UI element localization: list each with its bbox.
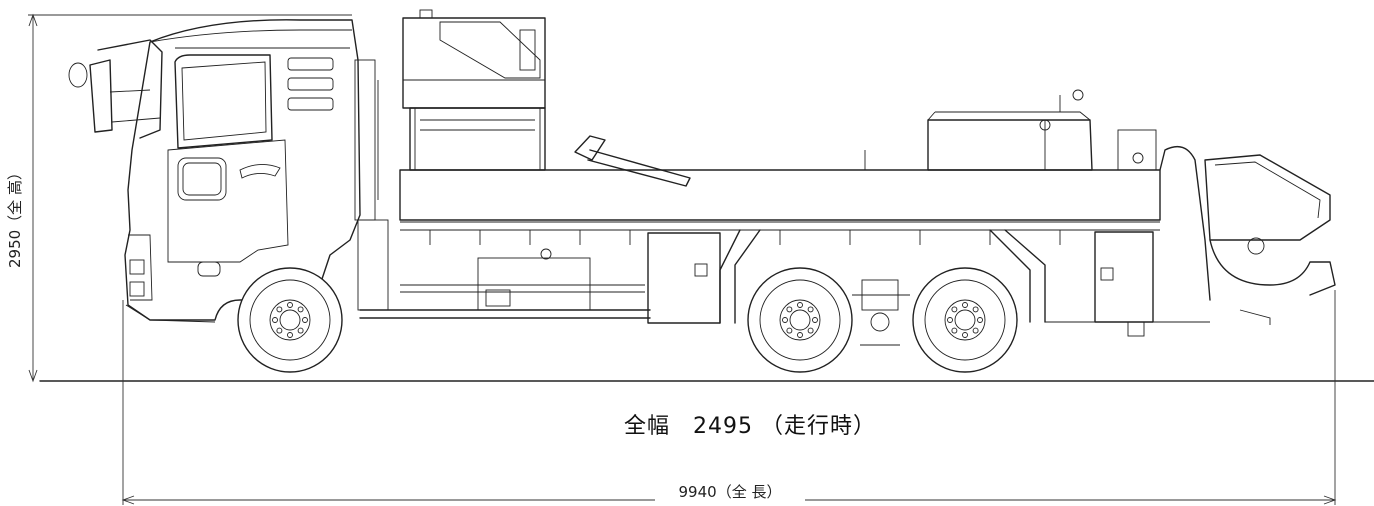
wheel-lug-bolt [962, 302, 968, 308]
hydraulic-unit [402, 9, 546, 171]
concrete-hopper [1127, 146, 1336, 337]
wheel-lug-bolt [807, 327, 814, 334]
water-tank [927, 89, 1157, 171]
wheel-lug-bolt [272, 317, 278, 323]
wheel-lug-bolt [782, 317, 788, 323]
front-wheel [237, 267, 343, 373]
wheel-lug-bolt [972, 306, 979, 313]
truck-cab [68, 19, 361, 323]
chassis-frame [359, 169, 1210, 324]
wheel-lug-bolt [297, 327, 304, 334]
wheel-lug-bolt [297, 306, 304, 313]
wheel-lug-bolt [797, 332, 803, 338]
wheel-lug-bolt [951, 327, 958, 334]
wheel-lug-bolt [951, 306, 958, 313]
wheel-lug-bolt [786, 306, 793, 313]
length-dimension: 9940（全 長） [121, 290, 1337, 505]
height-label: 2950（全 高） [6, 165, 24, 268]
wheel-lug-bolt [302, 317, 308, 323]
length-label: 9940（全 長） [679, 483, 782, 501]
wheel-lug-bolt [962, 332, 968, 338]
wheel-lug-bolt [972, 327, 979, 334]
wheel-lug-bolt [287, 332, 293, 338]
rear-wheel-2 [912, 267, 1018, 373]
wheel-lug-bolt [276, 327, 283, 334]
wheel-lug-bolt [797, 302, 803, 308]
wheel-lug-bolt [807, 306, 814, 313]
height-dimension: 2950（全 高） [6, 13, 352, 383]
rear-wheel-1 [747, 267, 853, 373]
rear-suspension [852, 279, 910, 346]
wheel-lug-bolt [276, 306, 283, 313]
wheel-lug-bolt [287, 302, 293, 308]
cab-rear-equipment [354, 59, 389, 311]
wheel-lug-bolt [786, 327, 793, 334]
folded-boom [574, 135, 866, 187]
width-label: 全幅 2495 （走行時） [624, 414, 876, 439]
wheel-lug-bolt [947, 317, 953, 323]
wheel-lug-bolt [812, 317, 818, 323]
wheel-lug-bolt [977, 317, 983, 323]
